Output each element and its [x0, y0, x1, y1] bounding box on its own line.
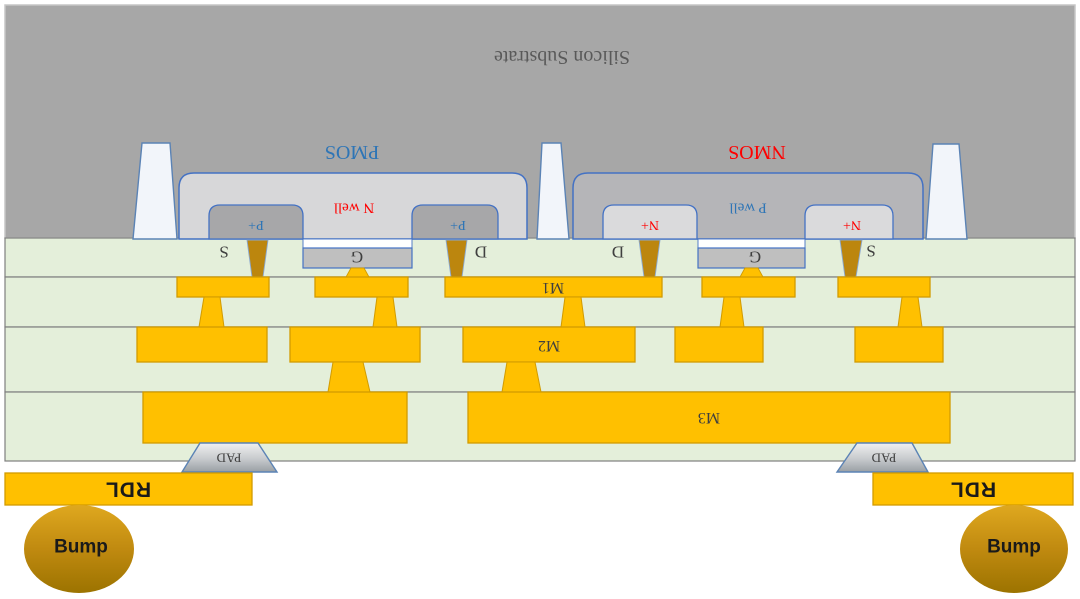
via1-right: [897, 296, 923, 328]
pmos-gate-label: G: [350, 247, 364, 267]
substrate-label: Silicon Substrate: [493, 46, 631, 68]
p-plus-label-source: P+: [248, 217, 264, 232]
pmos-p-plus-source-region: [208, 204, 304, 240]
p-plus-label-drain: P+: [450, 217, 466, 232]
nmos-drain-label: D: [611, 242, 625, 262]
pmos-drain-label: D: [474, 242, 488, 262]
bump-right-label: Bump: [987, 536, 1041, 558]
n-well-label: N well: [333, 199, 375, 216]
m2-segment-nmos-gate: [674, 326, 764, 363]
via1-nmos-gate: [719, 296, 745, 328]
pmos-label: PMOS: [324, 141, 380, 163]
n-plus-label-source: N+: [842, 217, 862, 232]
solder-bump-right: [960, 505, 1068, 593]
nmos-source-label: S: [866, 241, 876, 261]
pad-left: [180, 442, 279, 473]
m3-segment-left: [142, 391, 408, 444]
pad-left-label: PAD: [216, 450, 242, 466]
m3-segment-right: [467, 391, 951, 444]
isolation-trench-middle: [536, 142, 570, 240]
m1-segment-pmos-source: [176, 276, 270, 298]
via1-pmos-gate: [372, 296, 398, 328]
nmos-n-plus-drain-region: [602, 204, 698, 240]
m1-segment-nmos-source: [837, 276, 931, 298]
pmos-source-label: S: [219, 242, 229, 262]
via2-left: [327, 361, 371, 393]
nmos-label: NMOS: [728, 141, 786, 163]
m2-segment-left: [136, 326, 268, 363]
via1-left: [198, 296, 225, 328]
pad-right: [835, 442, 930, 473]
via1-center: [560, 296, 586, 328]
m2-segment-center: [462, 326, 636, 363]
rdl-bar-right: [872, 472, 1074, 506]
m2-label: M2: [537, 337, 561, 354]
nmos-gate-label: G: [748, 247, 762, 267]
p-well-label: P well: [729, 199, 767, 216]
bump-left-label: Bump: [54, 536, 108, 558]
isolation-trench-right: [925, 143, 968, 240]
n-plus-label-drain: N+: [640, 217, 660, 232]
m1-segment-pmos-gate: [314, 276, 409, 298]
m1-segment-center: [444, 276, 663, 298]
m2-segment-center-left: [289, 326, 421, 363]
m1-segment-nmos-gate: [701, 276, 796, 298]
solder-bump-left: [24, 505, 134, 593]
isolation-trench-left: [132, 142, 178, 240]
pad-right-label: PAD: [871, 450, 897, 466]
m1-label: M1: [541, 279, 565, 296]
rdl-left-label: RDL: [104, 477, 152, 501]
m3-label: M3: [697, 409, 721, 426]
dielectric-band-contact: [4, 237, 1076, 278]
pmos-p-plus-drain-region: [411, 204, 499, 240]
nmos-n-plus-source-region: [804, 204, 894, 240]
rdl-right-label: RDL: [949, 477, 997, 501]
rdl-bar-left: [4, 472, 253, 506]
m2-segment-right: [854, 326, 944, 363]
via2-center: [501, 361, 542, 393]
